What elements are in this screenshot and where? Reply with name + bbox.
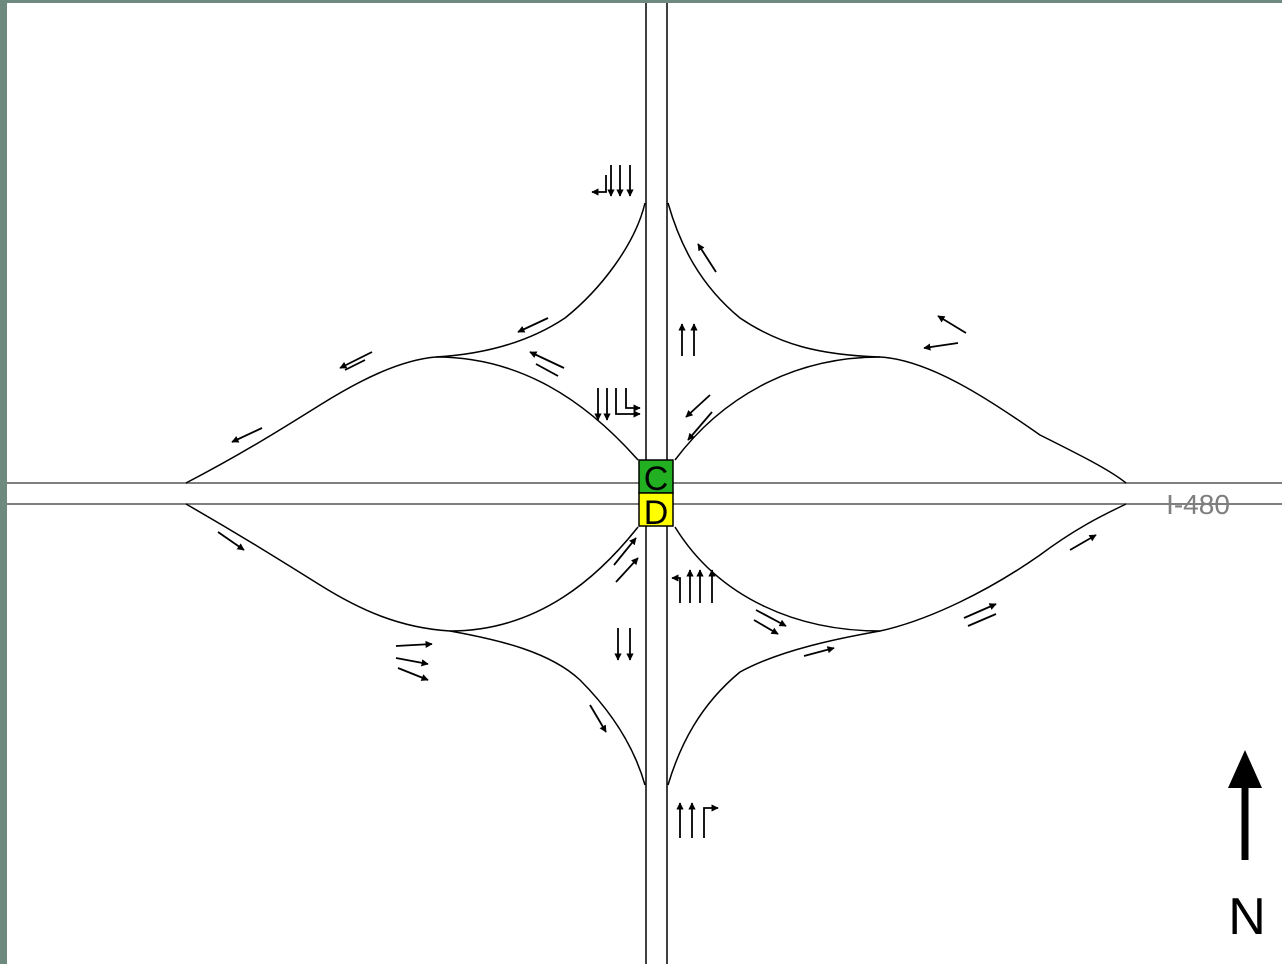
north-arrow-icon (1228, 750, 1262, 788)
arrow-sw-ramp-3 (589, 704, 607, 733)
north-arrow: N (1228, 750, 1266, 946)
ramp-se-outer (667, 503, 1127, 786)
arrow-ne-ramp-2b (923, 342, 959, 351)
arrow-group-southbound-mid (614, 628, 634, 661)
interchange-svg: C D I-480 N (7, 3, 1282, 964)
arrow-se-ramp-2a (963, 603, 997, 619)
arrow-sw-ramp-2a (395, 640, 433, 648)
arrow-nw-ramp-2b (344, 359, 366, 371)
arrow-ne-inner-b (687, 411, 713, 441)
arrow-ne-ramp-2a (937, 315, 967, 334)
arrow-nw-ramp-2a (339, 351, 373, 369)
arrow-group-south-bottom (676, 802, 719, 838)
ramp-ne-inner (674, 356, 881, 461)
arrow-nw-inner-b (535, 363, 559, 377)
arrow-nw-ramp-3 (231, 427, 263, 443)
arrow-group-northbound-d (671, 569, 716, 603)
ramp-ne-outer (667, 202, 1127, 484)
arrow-nw-inner-a (529, 351, 565, 369)
arrow-ne-ramp-1 (697, 243, 717, 273)
arrow-se-ramp-1 (803, 646, 835, 657)
highway-label: I-480 (1166, 489, 1230, 520)
arrow-group-southbound-c (594, 388, 641, 421)
north-label: N (1228, 888, 1266, 946)
interchange-diagram: C D I-480 N (7, 3, 1282, 964)
arrow-se-ramp-2b (967, 613, 997, 627)
los-south-label: D (644, 494, 669, 532)
arrow-se-inner-b (753, 619, 779, 635)
intersection-south[interactable]: D (638, 492, 674, 532)
ramp-nw-outer (185, 202, 646, 484)
arrow-sw-ramp-2c (397, 667, 429, 681)
arrow-se-inner-a (755, 609, 787, 627)
arrow-nw-ramp-1 (517, 317, 549, 333)
arrow-sw-ramp-1 (217, 531, 245, 551)
ramp-nw-inner (435, 356, 639, 461)
los-north-label: C (644, 460, 669, 498)
ramps (185, 202, 1127, 786)
ramp-se-inner (674, 526, 881, 632)
ramp-sw-inner (449, 526, 639, 632)
arrow-sw-inner-a (613, 537, 637, 566)
intersection-north[interactable]: C (638, 459, 674, 498)
arrow-ne-inner-a (685, 394, 711, 418)
arrow-sw-ramp-2b (395, 657, 429, 667)
arrow-sw-inner-b (615, 557, 639, 583)
lane-arrows (217, 165, 1097, 838)
arrow-se-ramp-3 (1069, 534, 1097, 551)
arrow-group-northbound-mid (678, 323, 698, 356)
ramp-sw-outer (185, 503, 646, 786)
arrow-group-north-top (591, 165, 634, 197)
